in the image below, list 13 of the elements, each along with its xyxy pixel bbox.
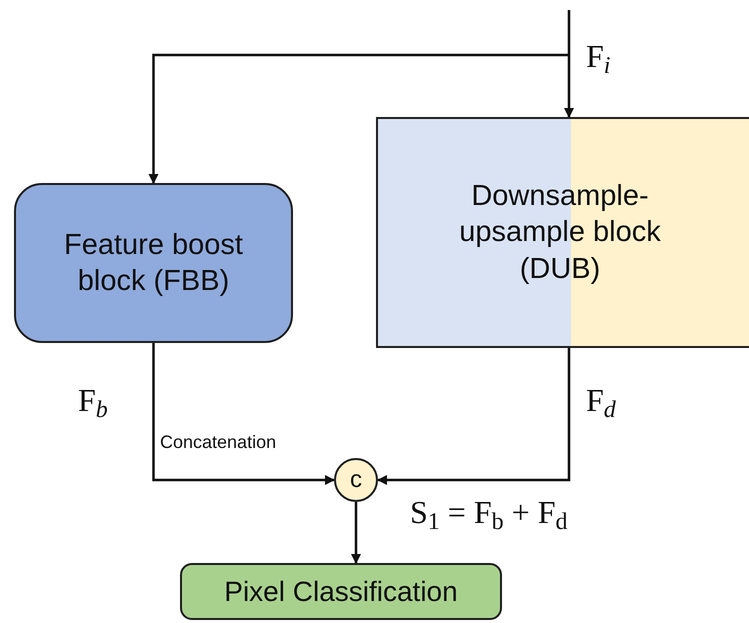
process-box: Pixel Classification (180, 563, 502, 620)
connector-arrow (148, 54, 569, 184)
equation-label: S$_{1}$ = F$_{b}$ + F$_{d}$ (410, 496, 568, 528)
process-box: Downsample-upsample block (DUB) (376, 117, 749, 348)
edge-label: F$_{d}$ (586, 384, 616, 416)
edge-label: F$_{b}$ (78, 384, 108, 416)
connector-arrow (152, 343, 335, 485)
node-caption: Concatenation (160, 433, 276, 451)
process-box: Feature boost block (FBB) (14, 183, 293, 343)
connector-arrow (351, 502, 361, 564)
connector-arrow (564, 10, 574, 118)
connector-arrow (377, 348, 570, 485)
edge-label: F$_{i}$ (586, 40, 610, 72)
